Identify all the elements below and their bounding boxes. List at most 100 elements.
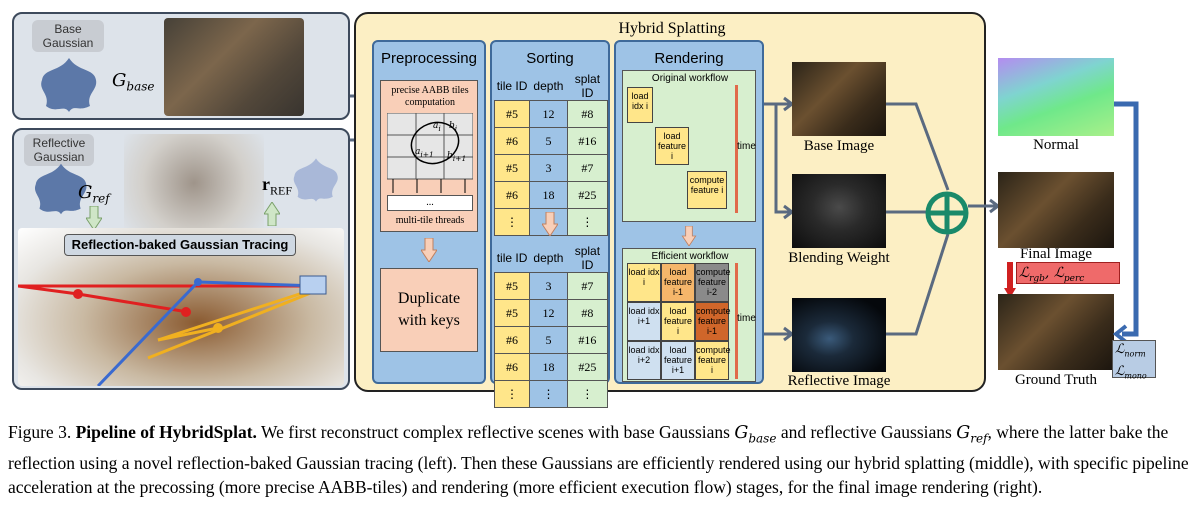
caption-g-ref: Gref xyxy=(956,423,988,446)
threads-label: multi-tile threads xyxy=(395,215,465,226)
sorting-header: depth xyxy=(533,251,564,265)
sorting-down-arrow-icon xyxy=(542,212,558,236)
table-row: ⋮⋮⋮ xyxy=(493,380,609,408)
table-cell: #5 xyxy=(493,154,531,182)
workflow-cell: load idx i+2 xyxy=(627,341,661,380)
orig-load-idx: load idx i xyxy=(627,87,653,123)
base-gaussian-pointcloud xyxy=(164,18,304,116)
reflective-gaussian-shape-icon xyxy=(34,163,87,215)
down-arrow-icon xyxy=(86,206,102,230)
table-cell: 12 xyxy=(529,299,568,327)
caption-text-1: We first reconstruct complex reflective … xyxy=(256,422,735,442)
b-i1-label: bi+1 xyxy=(447,151,467,163)
table-cell: 5 xyxy=(529,127,568,155)
sorting-title: Sorting xyxy=(526,50,574,67)
sorting-header: splat ID xyxy=(574,72,601,100)
sorting-header: tile ID xyxy=(496,251,528,265)
tracing-label: Reflection-baked Gaussian Tracing xyxy=(64,234,296,256)
table-cell: ⋮ xyxy=(566,208,609,236)
ground-truth-image xyxy=(998,294,1114,370)
table-cell: 5 xyxy=(529,326,568,354)
sorting-header: tile ID xyxy=(496,79,528,93)
caption-text-2: and reflective Gaussians xyxy=(776,422,957,442)
normal-to-loss-arrow xyxy=(1112,101,1139,344)
aabb-label: precise AABB tiles computation xyxy=(391,85,469,108)
hybrid-splatting-panel: Hybrid Splatting Preprocessing precise A… xyxy=(354,12,986,408)
base-gaussian-shape-icon xyxy=(41,58,97,112)
table-cell: #7 xyxy=(566,272,609,300)
orig-time-bar xyxy=(735,85,738,213)
table-cell: #8 xyxy=(566,299,609,327)
caption-title: Pipeline of HybridSplat. xyxy=(75,422,257,442)
r-ref-label: rREF xyxy=(262,174,293,198)
reflective-image-label: Reflective Image xyxy=(787,373,891,389)
orig-load-feature: load feature i xyxy=(655,127,689,165)
table-cell: #25 xyxy=(566,181,609,209)
base-image xyxy=(792,62,886,136)
caption-fig-number: Figure 3. xyxy=(8,422,72,442)
reflective-gaussian-faded-icon xyxy=(293,158,338,202)
table-cell: 3 xyxy=(529,154,568,182)
a-i1-label: ai+1 xyxy=(415,147,434,159)
table-cell: #5 xyxy=(493,272,531,300)
threads-row: ... xyxy=(387,195,473,211)
orig-time-label: time xyxy=(737,141,756,152)
plus-icon xyxy=(925,191,969,235)
preprocessing-column: Preprocessing precise AABB tiles computa… xyxy=(372,40,486,384)
figure-caption: Figure 3. Pipeline of HybridSplat. We fi… xyxy=(8,420,1192,499)
duplicate-box: Duplicate with keys xyxy=(380,268,478,352)
table-cell: ⋮ xyxy=(566,380,609,408)
rgb-perc-loss-box: ℒrgb, ℒperc xyxy=(1016,262,1120,284)
table-cell: #5 xyxy=(493,299,531,327)
workflow-cell: load feature i-1 xyxy=(661,263,695,302)
caption-text-3: , where the latter bake the reflection u… xyxy=(8,422,1189,497)
efficient-workflow-title: Efficient workflow xyxy=(651,251,729,262)
sorting-header: splat ID xyxy=(574,244,601,272)
workflow-cell: load idx i+1 xyxy=(627,302,661,341)
table-cell: #6 xyxy=(493,127,531,155)
caption-g-base: Gbase xyxy=(734,423,777,446)
eff-time-label: time xyxy=(737,313,756,324)
rendering-down-arrow-icon xyxy=(681,226,697,246)
workflow-cell: compute feature i-1 xyxy=(695,302,731,341)
blending-weight-label: Blending Weight xyxy=(788,250,890,266)
a-i-label: ai xyxy=(433,121,441,133)
workflow-cell: compute feature i-2 xyxy=(695,263,731,302)
table-cell: #8 xyxy=(566,100,609,128)
table-cell: #6 xyxy=(493,353,531,381)
ground-truth-label: Ground Truth xyxy=(1014,372,1098,388)
table-cell: #25 xyxy=(566,353,609,381)
g-base-label: Gbase xyxy=(112,70,155,94)
preprocessing-down-arrow-icon xyxy=(421,238,437,262)
loss-down-arrow-icon xyxy=(1004,262,1016,298)
table-cell: #5 xyxy=(493,100,531,128)
table-cell: 18 xyxy=(529,353,568,381)
reflective-image xyxy=(792,298,886,372)
table-cell: 3 xyxy=(529,272,568,300)
original-workflow-title: Original workflow xyxy=(651,73,729,84)
table-cell: #16 xyxy=(566,326,609,354)
g-ref-label: Gref xyxy=(78,182,110,206)
table-cell: ⋮ xyxy=(493,380,531,408)
table-cell: 12 xyxy=(529,100,568,128)
preprocessing-title: Preprocessing xyxy=(381,50,477,67)
workflow-cell: compute feature i xyxy=(695,341,731,380)
table-cell: #7 xyxy=(566,154,609,182)
blending-weight-image xyxy=(792,174,886,248)
reflective-gaussian-label: Reflective Gaussian xyxy=(24,134,94,166)
table-cell: 18 xyxy=(529,181,568,209)
plus-to-final-arrow xyxy=(968,198,1000,214)
original-workflow-box: Original workflow load idx i load featur… xyxy=(622,70,756,222)
base-gaussian-label: Base Gaussian xyxy=(32,20,104,52)
final-image xyxy=(998,172,1114,248)
hybrid-splatting-title: Hybrid Splatting xyxy=(618,20,726,37)
sorting-header: depth xyxy=(533,79,564,93)
b-i-label: bi xyxy=(449,121,458,133)
